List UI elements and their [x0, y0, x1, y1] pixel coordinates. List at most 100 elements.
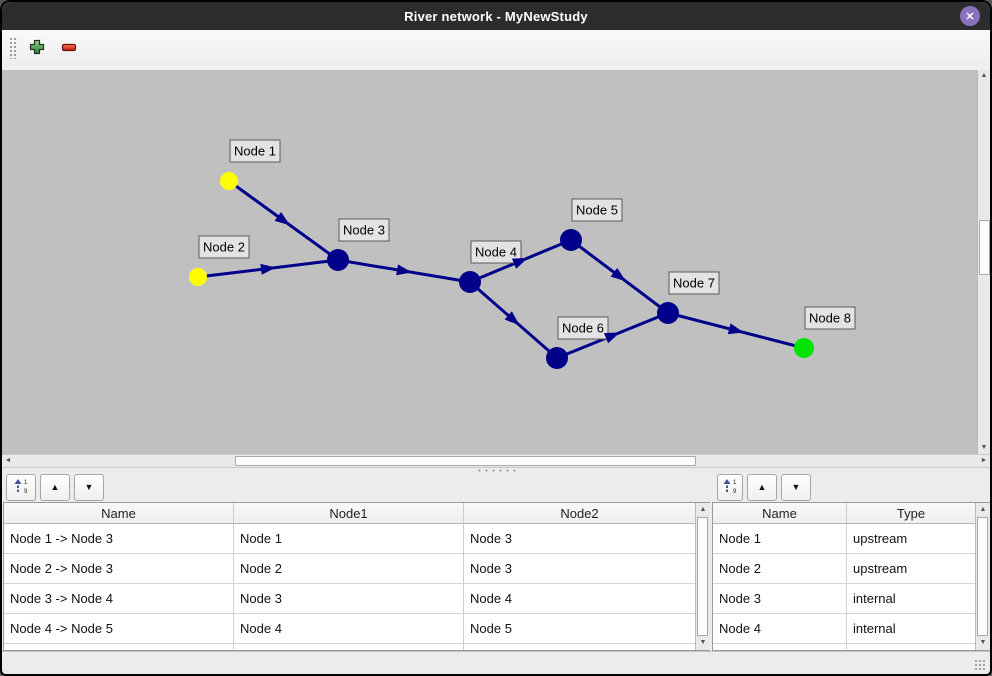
table-cell[interactable]: upstream	[847, 554, 976, 584]
node-label-box	[198, 235, 250, 259]
scroll-down-icon[interactable]: ▼	[980, 444, 988, 451]
plus-icon	[28, 38, 46, 59]
column-header[interactable]: Name	[4, 503, 234, 523]
table-cell[interactable]: internal	[847, 584, 976, 614]
move-node-down-button[interactable]: ▼	[781, 473, 811, 501]
vertical-scroll-thumb[interactable]	[979, 220, 990, 275]
scroll-left-icon[interactable]: ◄	[4, 457, 12, 464]
edge-arrow-icon	[260, 263, 276, 275]
node-label-box	[668, 271, 720, 295]
column-header[interactable]: Type	[847, 503, 976, 523]
table-cell[interactable]: upstream	[847, 524, 976, 554]
table-cell[interactable]	[713, 644, 847, 650]
table-row[interactable]	[713, 644, 989, 650]
diagram-node[interactable]	[459, 271, 481, 293]
canvas-horizontal-scrollbar[interactable]: ◄ ►	[2, 454, 990, 468]
diagram-node[interactable]	[560, 229, 582, 251]
sort-links-button[interactable]: 1 9	[6, 473, 36, 501]
svg-text:9: 9	[733, 489, 737, 494]
sort-nodes-button[interactable]: 1 9	[717, 473, 743, 501]
node-label: Node 1	[234, 144, 276, 159]
canvas-vertical-scrollbar[interactable]: ▲ ▼	[977, 70, 990, 454]
table-cell[interactable]	[847, 644, 976, 650]
node-table-scrollbar[interactable]: ▲ ▼	[975, 503, 990, 650]
table-cell[interactable]	[4, 644, 234, 650]
table-cell[interactable]: Node 3	[464, 554, 696, 584]
add-node-button[interactable]	[25, 36, 49, 60]
table-cell[interactable]: Node 4	[713, 614, 847, 644]
table-cell[interactable]: Node 1	[713, 524, 847, 554]
scroll-up-icon[interactable]: ▲	[979, 506, 987, 513]
close-button[interactable]: ✕	[960, 6, 980, 26]
column-header[interactable]: Node1	[234, 503, 464, 523]
resize-grip[interactable]	[974, 659, 987, 672]
move-link-down-button[interactable]: ▼	[74, 473, 104, 501]
table-cell[interactable]	[464, 644, 696, 650]
table-cell[interactable]	[234, 644, 464, 650]
table-cell[interactable]: Node 4	[464, 584, 696, 614]
table-cell[interactable]: Node 3	[234, 584, 464, 614]
edge-arrow-icon	[274, 211, 290, 226]
panel-splitter[interactable]	[2, 468, 990, 472]
scroll-up-icon[interactable]: ▲	[980, 72, 988, 79]
title-bar[interactable]: River network - MyNewStudy ✕	[2, 2, 990, 30]
node-label-box	[229, 139, 281, 163]
scroll-down-icon[interactable]: ▼	[699, 639, 707, 646]
link-table-scrollbar[interactable]: ▲ ▼	[695, 503, 710, 650]
table-cell[interactable]: Node 1	[234, 524, 464, 554]
table-cell[interactable]: Node 2	[234, 554, 464, 584]
toolbar-drag-handle[interactable]	[9, 37, 17, 59]
node-label: Node 6	[562, 321, 604, 336]
table-cell[interactable]: internal	[847, 614, 976, 644]
table-row[interactable]	[4, 644, 709, 650]
move-link-up-button[interactable]: ▲	[40, 473, 70, 501]
diagram-node[interactable]	[546, 347, 568, 369]
splitter-handle-icon	[476, 469, 516, 472]
node-label-box	[338, 218, 390, 242]
table-cell[interactable]: Node 3	[713, 584, 847, 614]
minus-icon	[60, 38, 78, 59]
edge-arrow-icon	[504, 311, 520, 326]
table-cell[interactable]: Node 1 -> Node 3	[4, 524, 234, 554]
diagram-node[interactable]	[657, 302, 679, 324]
table-cell[interactable]: Node 5	[464, 614, 696, 644]
main-toolbar	[2, 30, 990, 67]
table-cell[interactable]: Node 3 -> Node 4	[4, 584, 234, 614]
svg-text:9: 9	[24, 489, 28, 494]
vertical-scroll-thumb[interactable]	[977, 517, 988, 636]
vertical-scroll-thumb[interactable]	[697, 517, 708, 636]
node-label-box	[557, 316, 609, 340]
scroll-up-icon[interactable]: ▲	[699, 506, 707, 513]
table-cell[interactable]: Node 3	[464, 524, 696, 554]
scroll-right-icon[interactable]: ►	[980, 457, 988, 464]
table-cell[interactable]: Node 2 -> Node 3	[4, 554, 234, 584]
node-label: Node 2	[203, 240, 245, 255]
column-header[interactable]: Node2	[464, 503, 696, 523]
diagram-node[interactable]	[189, 268, 207, 286]
column-header[interactable]: Name	[713, 503, 847, 523]
node-label: Node 7	[673, 276, 715, 291]
table-cell[interactable]: Node 4 -> Node 5	[4, 614, 234, 644]
move-node-up-button[interactable]: ▲	[747, 473, 777, 501]
close-icon: ✕	[965, 10, 975, 23]
diagram-node[interactable]	[794, 338, 814, 358]
table-cell[interactable]: Node 2	[713, 554, 847, 584]
horizontal-scroll-thumb[interactable]	[235, 456, 696, 466]
remove-node-button[interactable]	[57, 36, 81, 60]
diagram-node[interactable]	[220, 172, 238, 190]
diagram-node[interactable]	[327, 249, 349, 271]
scroll-down-icon[interactable]: ▼	[979, 639, 987, 646]
table-cell[interactable]: Node 4	[234, 614, 464, 644]
